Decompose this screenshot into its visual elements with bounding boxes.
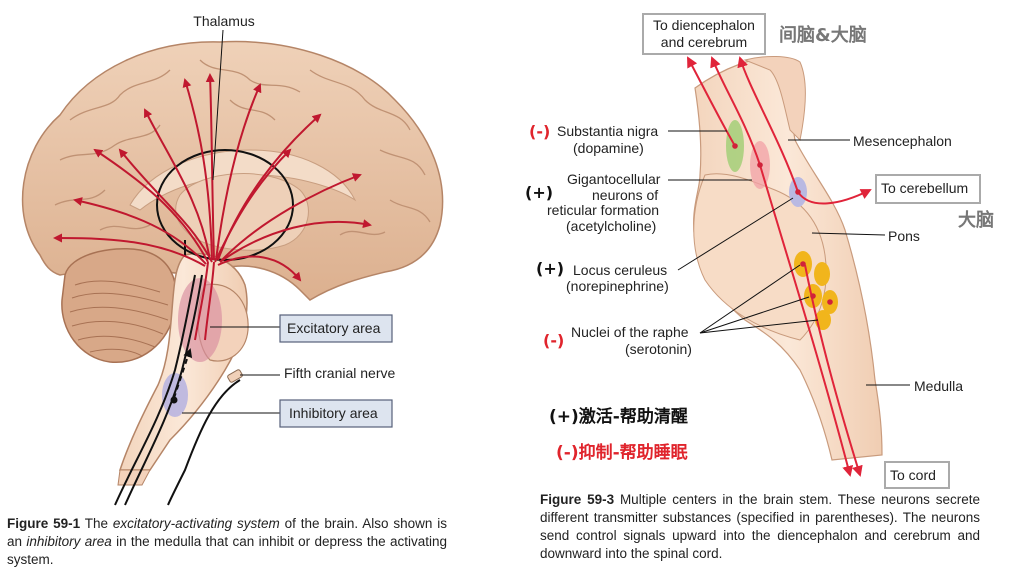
giganto-label-3: reticular formation [547,202,659,218]
raphe-label-1: Nuclei of the raphe [571,324,689,340]
caption-figure-59-1: Figure 59-1 The excitatory-activating sy… [7,515,447,569]
caption-right-text: Multiple centers in the brain stem. Thes… [540,492,980,561]
to-cord-box [884,461,950,489]
mesencephalon-label: Mesencephalon [853,133,952,149]
raphe-sign: (-) [543,331,564,350]
caption-left-t4: inhibitory area [26,534,112,549]
locus-sign: (+) [536,259,564,278]
giganto-label-2: neurons of [592,187,658,203]
caption-figure-59-3: Figure 59-3 Multiple centers in the brai… [540,491,980,563]
to-cerebellum-box [875,174,981,204]
inhibitory-label-box [279,399,393,428]
note-inhibit: (-)抑制-帮助睡眠 [556,442,688,463]
spinal-cord [117,469,151,486]
substantia-label-2: (dopamine) [573,140,644,156]
substantia-label-1: Substantia nigra [557,123,658,139]
excitatory-label: Excitatory area [287,320,381,336]
fifth-nerve-label: Fifth cranial nerve [284,365,395,381]
brain-diagram: Thalamus Excitatory area Fifth cranial n… [21,13,444,506]
cn-diencephalon-label: 间脑&大脑 [779,24,867,46]
caption-left-t3: of the brain. Also shown is an [7,516,448,549]
giganto-label-1: Gigantocellular [567,171,661,187]
mesencephalon-upper [743,56,806,142]
caption-left-fig: Figure 59-1 [7,516,81,531]
giganto-label-4: (acetylcholine) [566,218,656,234]
thalamus-circle [156,149,294,261]
locus-pointer [677,197,794,271]
giganto-sign: (+) [525,183,553,202]
to-diencephalon-line2: and cerebrum [661,34,747,50]
excitatory-label-box [279,314,393,343]
raphe-pointers [699,264,819,334]
brainstem-diagram: To diencephalon and cerebrum 间脑&大脑 (-) S… [525,13,994,489]
to-diencephalon-line1: To diencephalon [653,17,755,33]
caption-left-t1: The [80,516,113,531]
cn-cerebellum-label: 大脑 [958,209,994,231]
pons-pointer [811,232,886,236]
to-cord-label: To cord [890,467,936,483]
locus-label-2: (norepinephrine) [566,278,669,294]
to-diencephalon-box [642,13,766,55]
stem-signal-pathways [687,56,872,477]
locus-label-1: Locus ceruleus [573,262,667,278]
activating-red-arrows [53,73,372,282]
thalamus-pointer [212,29,224,181]
thalamus-label: Thalamus [193,13,254,29]
inhibitory-label: Inhibitory area [289,405,378,421]
to-cerebellum-label: To cerebellum [881,180,968,196]
cerebellum [61,248,177,364]
fifth-nerve-stub [227,369,243,383]
caption-left-t2: excitatory-activating system [112,516,280,531]
caption-right-fig: Figure 59-3 [540,492,615,507]
ascending-black-pathways [114,240,241,506]
stem-red-pathways [194,261,215,341]
inhibitory-dot [170,396,178,404]
medulla-label: Medulla [914,378,963,394]
caption-left-t5: in the medulla that can inhibit or depre… [7,534,448,567]
raphe-label-2: (serotonin) [625,341,692,357]
note-activate: (+)激活-帮助清醒 [549,406,688,427]
nucleus-dots [732,143,833,305]
pons-label: Pons [888,228,920,244]
substantia-sign: (-) [529,122,550,141]
